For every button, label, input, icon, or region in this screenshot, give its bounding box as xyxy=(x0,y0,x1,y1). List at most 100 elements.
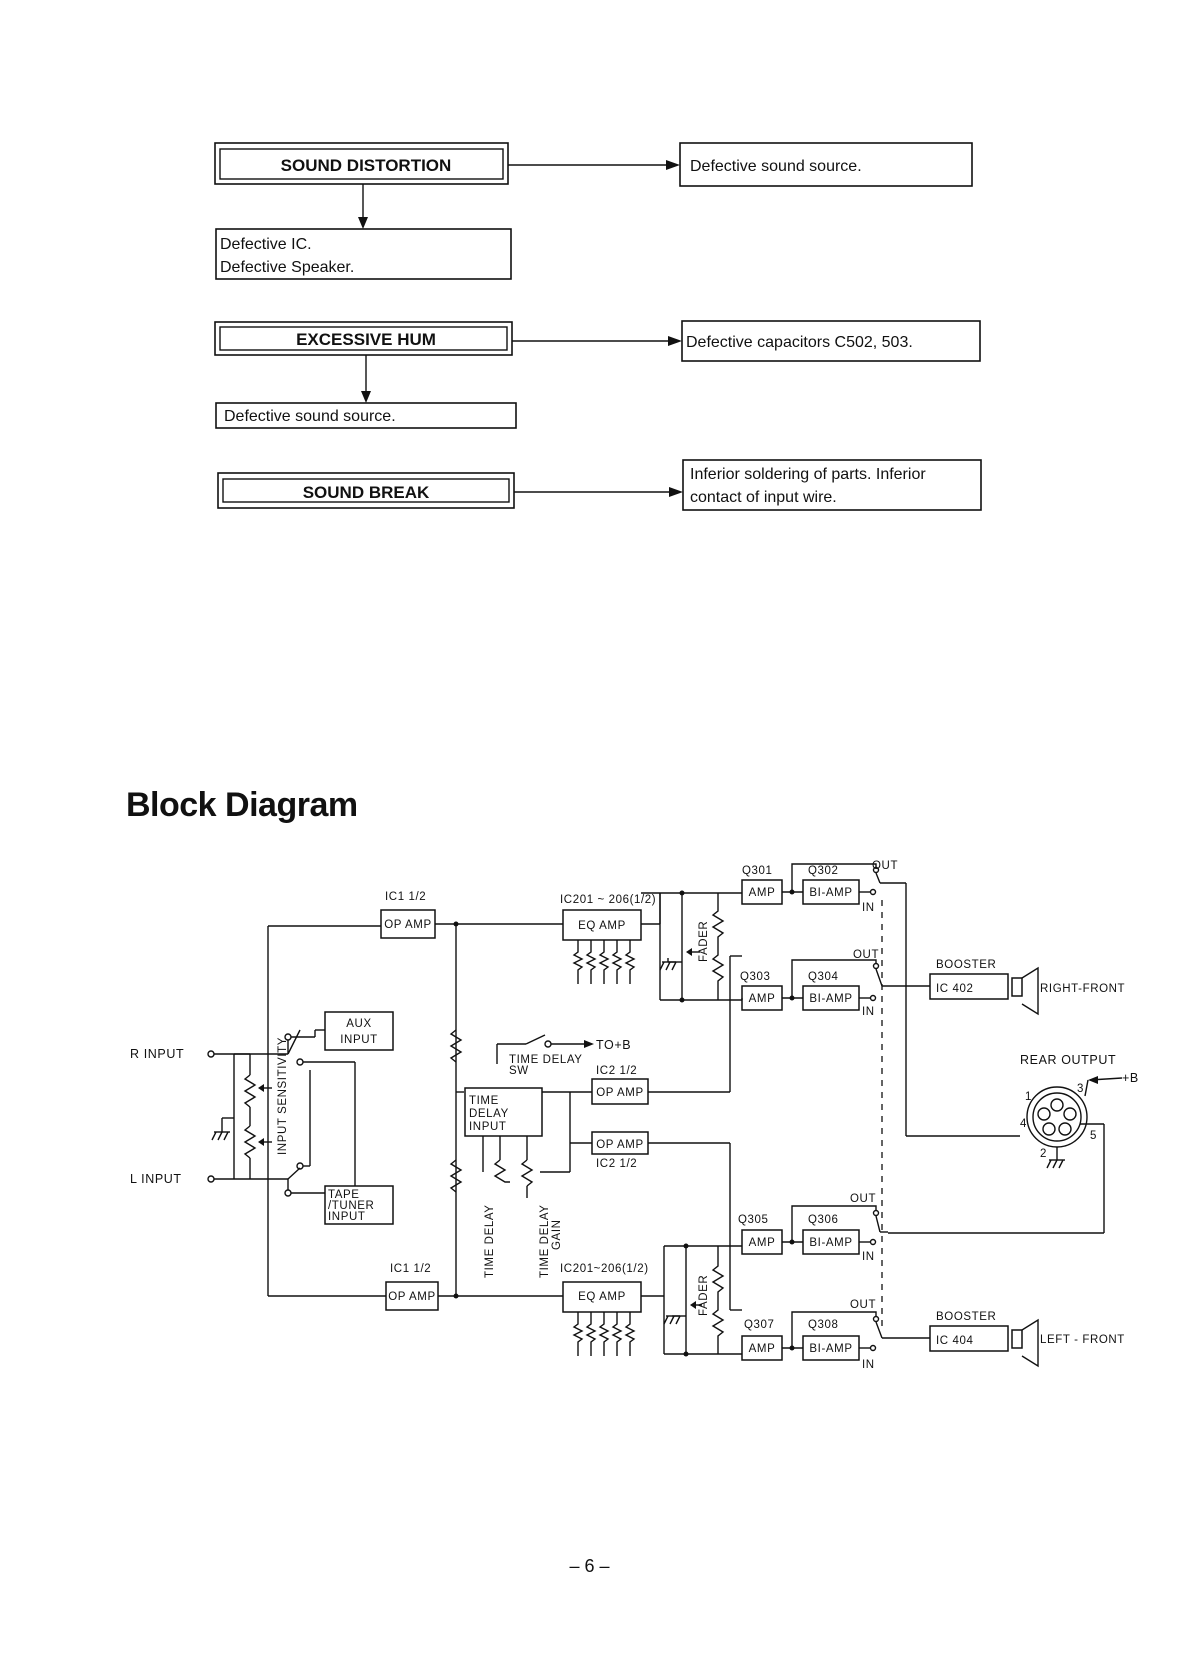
ic2-top-op-amp-label: OP AMP xyxy=(596,1087,644,1099)
q301-label: Q301 xyxy=(742,865,773,877)
cause-right-3-line-2: contact of input wire. xyxy=(690,489,837,506)
tape-label-1: TAPE xyxy=(328,1189,360,1201)
to-b-label: TO+B xyxy=(596,1038,631,1052)
ic2-bottom-op-amp: OP AMP xyxy=(591,1131,649,1155)
symptom-excessive-hum-label: EXCESSIVE HUM xyxy=(296,330,436,349)
pin5-label: 5 xyxy=(1090,1130,1097,1142)
q305-label: Q305 xyxy=(738,1214,769,1226)
gain-label: GAIN xyxy=(551,1219,563,1250)
cause-right-3-line-1: Inferior soldering of parts. Inferior xyxy=(690,466,926,483)
time-delay-input-label-1: TIME xyxy=(469,1095,499,1107)
symptom-sound-distortion: SOUND DISTORTION xyxy=(214,142,509,185)
right-front-label: RIGHT-FRONT xyxy=(1040,983,1125,995)
q305-amp: AMP xyxy=(741,1229,783,1255)
time-delay-sw-label-2: SW xyxy=(509,1065,529,1077)
ic201-bottom-label: IC201~206(1/2) xyxy=(560,1263,649,1275)
time-delay-input-block: TIME DELAY INPUT xyxy=(464,1087,543,1137)
q308-bi-amp: BI-AMP xyxy=(802,1335,860,1361)
page-number: – 6 – xyxy=(569,1556,610,1576)
ic402-booster: IC 402 xyxy=(929,973,1009,1000)
cause-right-2-line-1: Defective capacitors C502, 503. xyxy=(686,334,913,351)
rear-output-label: REAR OUTPUT xyxy=(1020,1053,1116,1067)
q306-bi-amp: BI-AMP xyxy=(802,1229,860,1255)
q304-label: Q304 xyxy=(808,971,839,983)
ic404-booster: IC 404 xyxy=(929,1325,1009,1352)
cause-down-1-line-1: Defective IC. xyxy=(220,236,312,253)
troubleshooting-flowchart: SOUND DISTORTION Defective sound source.… xyxy=(214,142,982,511)
q305-amp-label: AMP xyxy=(749,1237,776,1249)
r-input-label: R INPUT xyxy=(130,1047,184,1061)
ic2-bottom-op-amp-label: OP AMP xyxy=(596,1139,644,1151)
ic1-top-op-amp: OP AMP xyxy=(380,909,436,939)
booster-bottom-label: BOOSTER xyxy=(936,1311,996,1323)
ic1-bottom-op-amp: OP AMP xyxy=(385,1281,439,1311)
ic1-top-label: IC1 1/2 xyxy=(385,891,426,903)
plus-b-label: +B xyxy=(1122,1071,1139,1085)
eq-bottom-pots xyxy=(572,1312,636,1356)
q302-bi-amp-label: BI-AMP xyxy=(809,887,852,899)
q307-label: Q307 xyxy=(744,1319,775,1331)
symptom-sound-break: SOUND BREAK xyxy=(217,472,515,509)
ic2-top-label: IC2 1/2 xyxy=(596,1065,637,1077)
tape-label-2: /TUNER xyxy=(328,1200,374,1212)
q302-bi-amp: BI-AMP xyxy=(802,879,860,905)
symptom-excessive-hum: EXCESSIVE HUM xyxy=(214,321,513,356)
q308-out-label: OUT xyxy=(850,1299,876,1311)
ic2-bottom-label: IC2 1/2 xyxy=(596,1158,637,1170)
input-sensitivity-pots: INPUT SENSITIVITY xyxy=(211,1037,289,1179)
q307-amp: AMP xyxy=(741,1335,783,1361)
cause-defective-ic-speaker: Defective IC. Defective Speaker. xyxy=(215,228,512,280)
pin3-label: 3 xyxy=(1077,1083,1084,1095)
symptom-sound-distortion-label: SOUND DISTORTION xyxy=(281,156,452,175)
q304-bi-amp-label: BI-AMP xyxy=(809,993,852,1005)
q306-label: Q306 xyxy=(808,1214,839,1226)
eq-amp-top: EQ AMP xyxy=(562,909,642,941)
left-front-label: LEFT - FRONT xyxy=(1040,1334,1125,1346)
eq-amp-bottom-label: EQ AMP xyxy=(578,1291,626,1303)
fader-top-label: FADER xyxy=(698,921,710,962)
input-sensitivity-label: INPUT SENSITIVITY xyxy=(277,1037,289,1155)
time-delay-sw-label-1: TIME DELAY xyxy=(509,1054,583,1066)
ic402-label: IC 402 xyxy=(936,983,973,995)
q304-out-label: OUT xyxy=(853,949,879,961)
symptom-sound-break-label: SOUND BREAK xyxy=(303,483,430,502)
cause-defective-sound-source: Defective sound source. xyxy=(679,142,973,187)
aux-input-block: AUX INPUT xyxy=(324,1011,394,1051)
time-delay-input-label-3: INPUT xyxy=(469,1121,507,1133)
q306-bi-amp-label: BI-AMP xyxy=(809,1237,852,1249)
q302-label: Q302 xyxy=(808,865,839,877)
pin4-label: 4 xyxy=(1020,1118,1027,1130)
pin1-label: 1 xyxy=(1025,1091,1032,1103)
eq-amp-top-label: EQ AMP xyxy=(578,920,626,932)
q303-label: Q303 xyxy=(740,971,771,983)
q302-in-label: IN xyxy=(862,902,875,914)
cause-down-1-line-2: Defective Speaker. xyxy=(220,259,354,276)
ic1-bottom-op-amp-label: OP AMP xyxy=(388,1291,436,1303)
left-front-speaker-icon xyxy=(1011,1318,1039,1368)
q308-in-label: IN xyxy=(862,1359,875,1371)
pin2-label: 2 xyxy=(1040,1148,1047,1160)
right-front-speaker-icon xyxy=(1011,966,1039,1016)
eq-top-pots xyxy=(572,940,636,984)
q308-label: Q308 xyxy=(808,1319,839,1331)
q308-bi-amp-label: BI-AMP xyxy=(809,1343,852,1355)
ic2-top-op-amp: OP AMP xyxy=(591,1078,649,1105)
q307-amp-label: AMP xyxy=(749,1343,776,1355)
cause-defective-sound-source-2: Defective sound source. xyxy=(215,402,517,429)
aux-label-2: INPUT xyxy=(340,1034,378,1046)
q303-amp: AMP xyxy=(741,985,783,1011)
booster-top-label: BOOSTER xyxy=(936,959,996,971)
q301-amp-label: AMP xyxy=(749,887,776,899)
fader-bottom-label: FADER xyxy=(698,1275,710,1316)
time-delay-input-label-2: DELAY xyxy=(469,1108,509,1120)
time-delay-gain-label: TIME DELAY xyxy=(539,1204,551,1278)
eq-amp-bottom: EQ AMP xyxy=(562,1281,642,1313)
ic1-top-op-amp-label: OP AMP xyxy=(384,919,432,931)
tape-label-3: INPUT xyxy=(328,1211,366,1223)
block-diagram-title: Block Diagram xyxy=(126,786,358,824)
time-delay-label: TIME DELAY xyxy=(484,1204,496,1278)
rear-output-din-connector xyxy=(1026,1086,1088,1148)
q306-out-label: OUT xyxy=(850,1193,876,1205)
cause-defective-capacitors: Defective capacitors C502, 503. xyxy=(681,320,981,362)
